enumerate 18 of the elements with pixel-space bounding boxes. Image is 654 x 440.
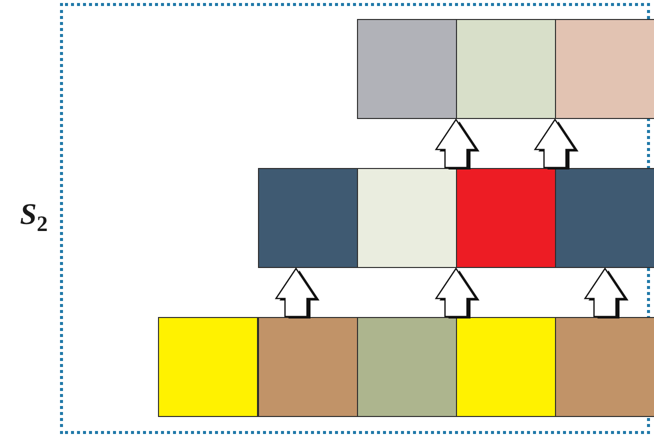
- color-square: [555, 317, 654, 417]
- color-square: [258, 317, 358, 417]
- block-arrow: [584, 267, 628, 318]
- color-square: [555, 19, 654, 119]
- color-square: [456, 168, 556, 268]
- color-square: [258, 168, 358, 268]
- block-arrow: [434, 267, 480, 318]
- color-square: [357, 19, 457, 119]
- set-label: S$_{2}$: [20, 200, 48, 235]
- color-square: [456, 317, 556, 417]
- block-arrow: [434, 118, 480, 170]
- color-square: [158, 317, 258, 417]
- color-square: [555, 168, 654, 268]
- color-square: [357, 168, 457, 268]
- block-arrow: [534, 118, 578, 170]
- block-arrow: [274, 267, 320, 318]
- color-square: [357, 317, 457, 417]
- color-square: [456, 19, 556, 119]
